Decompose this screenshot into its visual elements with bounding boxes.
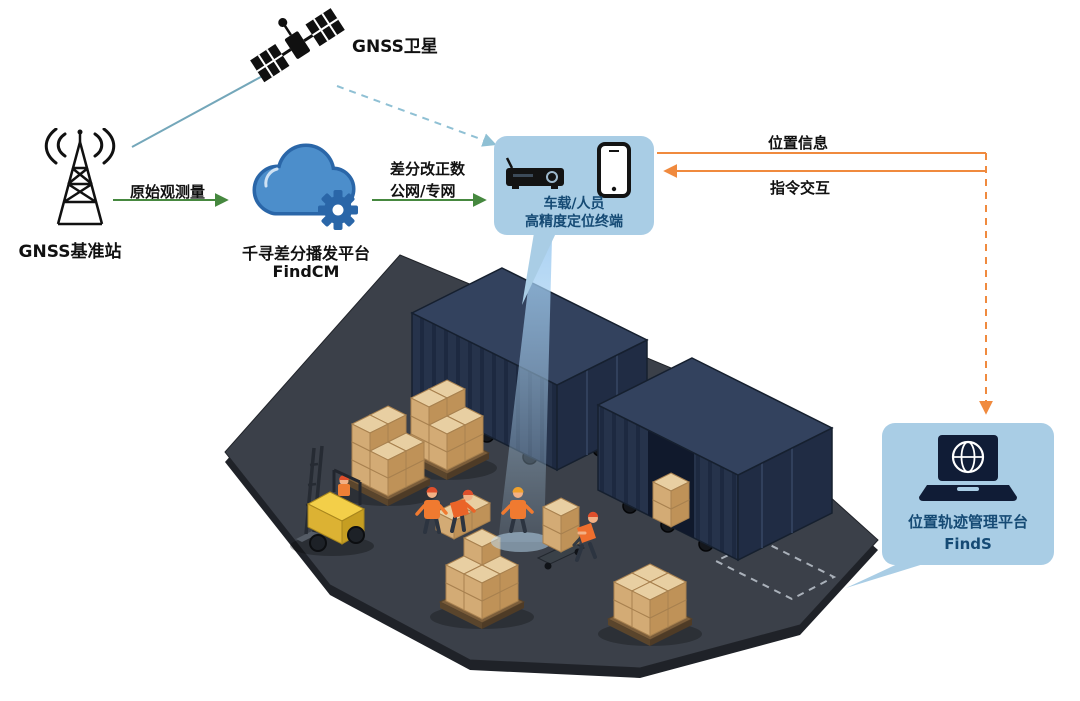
- pallet-stack: [338, 405, 438, 506]
- platform-box: 位置轨迹管理平台 FindS: [882, 423, 1054, 565]
- terminal-callout-tail: [522, 233, 556, 305]
- corrections-label-line1: 差分改正数: [390, 160, 466, 178]
- receiver-icon: [505, 157, 564, 189]
- raw-obs-label: 原始观测量: [130, 183, 206, 201]
- forklift: [290, 445, 374, 556]
- platform-subtitle: FindS: [944, 535, 992, 553]
- worker: [575, 511, 599, 562]
- cloud-title: 千寻差分播发平台: [241, 244, 370, 263]
- pallet-stack: [598, 563, 702, 646]
- sat-to-terminal-line: [336, 85, 497, 147]
- laptop-globe-icon: [919, 435, 1017, 501]
- position-info-label: 位置信息: [768, 134, 829, 152]
- terminal-label-line1: 车载/人员: [543, 196, 605, 212]
- satellite-label: GNSS卫星: [352, 37, 438, 57]
- base-station-label: GNSS基准站: [18, 242, 122, 262]
- marked-zone: [713, 538, 837, 601]
- container-right: [596, 357, 834, 562]
- worker: [450, 489, 476, 533]
- pallet-stack: [430, 528, 534, 629]
- command-label: 指令交互: [770, 179, 831, 197]
- corrections-label-line2: 公网/专网: [390, 182, 456, 200]
- terminal-label-line2: 高精度定位终端: [525, 214, 623, 230]
- positioning-beam: [491, 238, 552, 552]
- cloud-icon: [234, 126, 379, 244]
- pallet-stack: [397, 379, 497, 480]
- platform-title: 位置轨迹管理平台: [907, 513, 1028, 531]
- worker: [501, 487, 534, 533]
- worker: [415, 487, 448, 534]
- sat-to-base-line: [131, 72, 269, 148]
- terminal-box: 车载/人员 高精度定位终端: [494, 136, 654, 235]
- platform-callout-tail: [846, 560, 930, 588]
- cloud-subtitle: FindCM: [272, 262, 340, 281]
- satellite-icon: [246, 2, 350, 90]
- base-station-icon: [20, 127, 140, 232]
- connector-lines: [113, 72, 993, 415]
- phone-icon: [597, 142, 631, 198]
- gear-icon: [318, 190, 358, 230]
